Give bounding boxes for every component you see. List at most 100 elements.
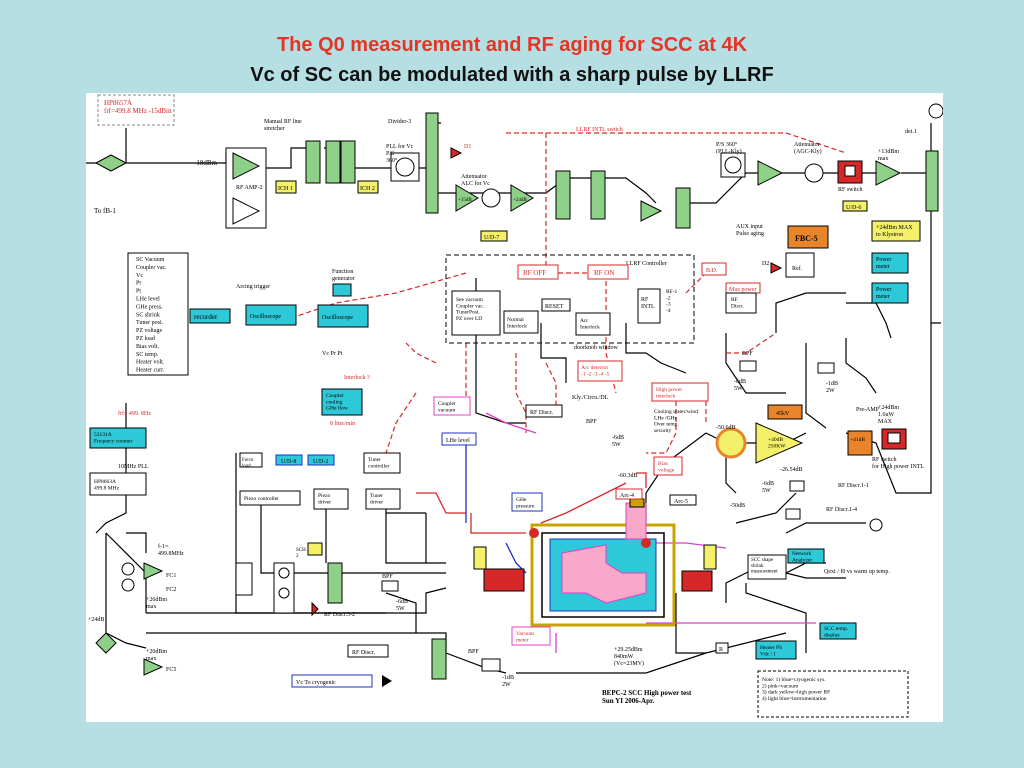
ps360-label: P/S 360°(PLL-Kly) (716, 141, 742, 155)
sch2-box (307, 542, 323, 556)
motor-icon (928, 103, 943, 119)
note-box (757, 670, 909, 718)
to-fb-label: To fB-1 (94, 207, 116, 215)
sc-parameter-item: SC Vacuum (136, 257, 165, 263)
hybrid-7 (925, 150, 939, 212)
recorder-box (189, 308, 231, 324)
bd-label: B.D. (706, 268, 718, 274)
amp-15db (455, 184, 479, 212)
freq-counter (89, 427, 147, 449)
sc-parameter-item: GHe press. (136, 304, 163, 310)
piezo-controller-label: Piezo controller (244, 496, 279, 502)
d2-label: D2 (762, 261, 769, 267)
coupler-cooling-box (321, 388, 363, 416)
klystron-max-box (871, 220, 921, 242)
hv-45kv-label: 45kV (776, 411, 790, 417)
rf-off-button (517, 264, 559, 280)
r-label: R (719, 647, 723, 653)
fc1-label: FC1 (166, 573, 176, 579)
oscilloscope-1-label: Oscilloscope (250, 314, 281, 320)
splitter-icon (95, 632, 117, 654)
pre-amp-label: Pre-AMP (856, 407, 880, 413)
phase-shifter-icon (395, 157, 415, 177)
sch2-label: SCH.2 (296, 548, 307, 559)
arrow-cryo (382, 675, 392, 687)
coupler-vacuum-box (433, 396, 471, 416)
ud8-label: U/D-8 (281, 459, 296, 465)
note-label: Note: 1) blue=cryogenic sys.2) pink=vacu… (762, 676, 830, 702)
pre-amp-box (847, 430, 873, 456)
rf-discr-a-label: RF Discr. (352, 650, 376, 656)
ud7-box (480, 230, 508, 242)
hybrid-3 (340, 140, 356, 184)
sc-parameter-item: Heater curr. (136, 368, 165, 374)
mixer-4-icon (278, 587, 290, 599)
sc-parameter-item: PZ voltage (136, 328, 162, 334)
mixer-2-icon (121, 578, 135, 592)
llrf-controller-label: LLRF Controller (626, 261, 667, 267)
function-gen-icon (332, 283, 352, 297)
sc-parameter-item: SC temp. (136, 352, 159, 358)
power-meter-1 (871, 252, 909, 274)
bpf-label: BPF (586, 419, 597, 425)
sc-parameter-item: Coupler vac. (136, 265, 167, 271)
slide-title: The Q0 measurement and RF aging for SCC … (276, 34, 748, 56)
kly-circ-label: Kly./Circu./DL (572, 395, 609, 401)
rf-list-label: RF-1-2-3-4 (666, 289, 678, 314)
sc-parameter-item: Pr (136, 281, 141, 287)
sc-parameter-item: PZ load (136, 336, 155, 342)
db26-label: -26.54dB (780, 467, 803, 473)
bpf2-label: BPF (742, 351, 753, 357)
arc-interlock (575, 312, 611, 336)
hybrid-5 (590, 170, 606, 220)
ps360-icon (724, 156, 742, 174)
reset-button (541, 298, 571, 312)
sc-parameter-item: Bias volt. (136, 344, 160, 350)
arc5-label: Arc-5 (674, 499, 688, 505)
tuner-left (473, 546, 487, 570)
bd-box (701, 262, 727, 276)
oscilloscope-2-label: Oscilloscope (322, 315, 353, 321)
vc-to-cryo-label: Vc To cryogenic (296, 680, 336, 686)
scc-shape-box (747, 554, 787, 580)
tuner-driver (365, 488, 401, 510)
bpf3-label: BPF (382, 574, 393, 580)
rf-on-label: RF ON (594, 269, 614, 277)
diode-d3 (311, 601, 319, 617)
r-box (715, 642, 729, 654)
amp-fc1 (143, 562, 164, 580)
tuner-right (703, 544, 717, 570)
vc-pr-pt-label: Vc Pr Pt (322, 351, 343, 357)
bias-voltage-box (653, 456, 683, 476)
ich1-label: ICH 1 (278, 186, 293, 192)
power-meter-2 (871, 282, 909, 304)
llrf-controller-frame (445, 254, 695, 344)
arc-sensor-1 (529, 528, 539, 538)
db603-label: -60.3dB (618, 473, 638, 479)
pll-10mhz-label: 10MHz PLL (118, 464, 149, 470)
ud2-label: U/D-2 (313, 459, 328, 465)
rf-discr-1-4-label: RF Discr.1-4 (826, 507, 857, 513)
att-1-box (789, 480, 805, 492)
diode-d1 (450, 147, 463, 159)
arc-detector (577, 360, 623, 382)
coupler-left (483, 568, 525, 592)
rf-discr-a (347, 644, 389, 658)
interlock-q-label: Interlock ? (344, 375, 370, 381)
